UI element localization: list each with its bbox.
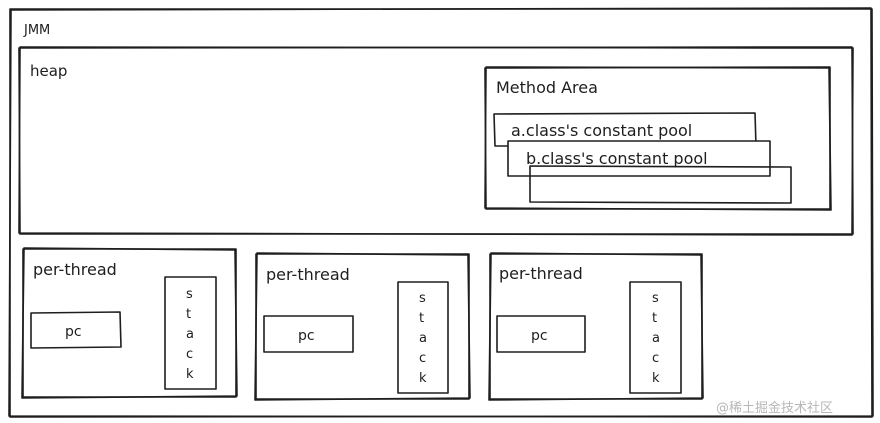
jmm-label: JMM bbox=[23, 23, 50, 38]
constant-pool-a-label: a.class's constant pool bbox=[511, 121, 692, 140]
stack-letter: a bbox=[652, 331, 660, 346]
stack-letter: t bbox=[186, 307, 191, 322]
method-area-box: Method Area a.class's constant pool b.cl… bbox=[484, 66, 832, 211]
thread-box: per-thread pc s t a c k bbox=[254, 252, 471, 401]
stack-letter: s bbox=[419, 291, 426, 306]
watermark: @稀土掘金技术社区 bbox=[716, 400, 833, 416]
thread-box: per-thread pc s t a c k bbox=[488, 252, 704, 401]
pc-label: pc bbox=[531, 328, 548, 344]
stack-letter: k bbox=[652, 371, 660, 386]
pc-box bbox=[496, 315, 586, 353]
stack-letter: t bbox=[652, 311, 657, 326]
stack-box bbox=[164, 276, 217, 390]
stack-letter: t bbox=[419, 311, 424, 326]
pc-box bbox=[263, 315, 354, 353]
stack-letter: k bbox=[186, 367, 194, 382]
constant-pool-b-label: b.class's constant pool bbox=[526, 149, 708, 168]
stack-letter: c bbox=[419, 351, 426, 366]
method-area-label: Method Area bbox=[496, 78, 598, 97]
heap-label: heap bbox=[30, 62, 67, 80]
thread-box: per-thread pc s t a c k bbox=[21, 247, 238, 399]
stack-letter: s bbox=[186, 287, 193, 302]
pc-box bbox=[30, 311, 122, 349]
thread-label: per-thread bbox=[33, 260, 117, 279]
jmm-box: JMM bbox=[8, 7, 874, 418]
pc-label: pc bbox=[298, 328, 315, 344]
constant-pool-c bbox=[529, 165, 792, 204]
stack-letter: k bbox=[419, 371, 427, 386]
thread-label: per-thread bbox=[266, 265, 350, 284]
stack-letter: c bbox=[652, 351, 659, 366]
stack-box bbox=[397, 281, 449, 394]
thread-label: per-thread bbox=[499, 264, 583, 283]
heap-box: heap bbox=[18, 46, 854, 236]
stack-letter: c bbox=[186, 347, 193, 362]
stack-box bbox=[629, 281, 682, 394]
stack-letter: a bbox=[186, 327, 194, 342]
pc-label: pc bbox=[65, 324, 82, 340]
constant-pool-b: b.class's constant pool bbox=[507, 140, 771, 177]
stack-letter: a bbox=[419, 331, 427, 346]
stack-letter: s bbox=[652, 291, 659, 306]
